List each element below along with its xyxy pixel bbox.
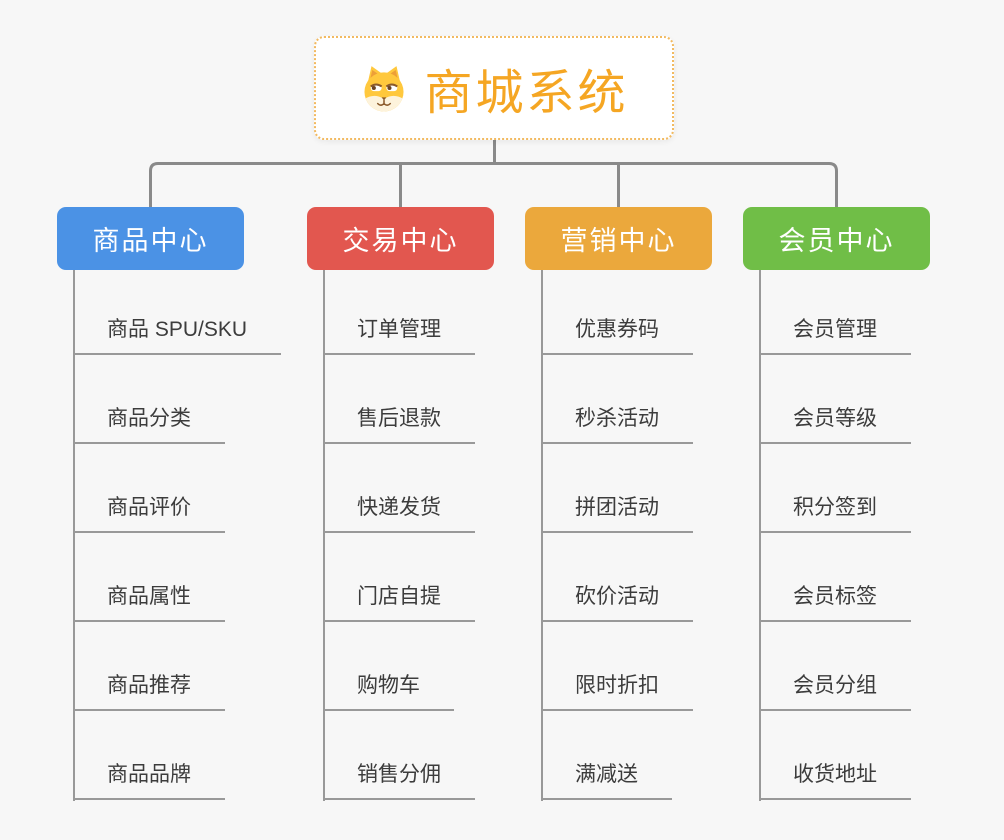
leaf-topic[interactable]: 快递发货 (323, 493, 475, 533)
leaf-topic[interactable]: 商品品牌 (73, 760, 225, 800)
leaf-topic[interactable]: 商品属性 (73, 582, 225, 622)
branch-node-product-center[interactable]: 商品中心 (57, 207, 244, 270)
leaf-topic[interactable]: 商品 SPU/SKU (73, 315, 282, 355)
leaf-topic[interactable]: 会员分组 (759, 671, 911, 711)
leaf-topic[interactable]: 会员管理 (759, 315, 911, 355)
leaf-topic[interactable]: 售后退款 (323, 404, 475, 444)
root-topic-mall-system[interactable]: 商城系统 (314, 36, 674, 140)
leaf-topic[interactable]: 商品分类 (73, 404, 225, 444)
branch-spine-line (541, 270, 543, 801)
branch-node-marketing-center[interactable]: 营销中心 (525, 207, 712, 270)
leaf-topic[interactable]: 秒杀活动 (541, 404, 693, 444)
leaf-topic[interactable]: 收货地址 (759, 760, 911, 800)
leaf-topic[interactable]: 商品推荐 (73, 671, 225, 711)
leaf-topic[interactable]: 门店自提 (323, 582, 475, 622)
leaf-topic[interactable]: 会员等级 (759, 404, 911, 444)
leaf-topic[interactable]: 商品评价 (73, 493, 225, 533)
branch-node-label: 会员中心 (778, 226, 895, 256)
root-topic-label: 商城系统 (424, 67, 629, 120)
branch-node-label: 营销中心 (560, 226, 677, 256)
leaf-topic[interactable]: 拼团活动 (541, 493, 693, 533)
branch-trade-center: 交易中心 订单管理 售后退款 快递发货 门店自提 购物车 销售分佣 (307, 207, 567, 840)
leaf-topic[interactable]: 销售分佣 (323, 760, 475, 800)
leaf-topic[interactable]: 订单管理 (323, 315, 475, 355)
dog-face-icon (364, 66, 405, 112)
branch-node-label: 商品中心 (92, 226, 209, 256)
branch-marketing-center: 营销中心 优惠券码 秒杀活动 拼团活动 砍价活动 限时折扣 满减送 (525, 207, 785, 840)
leaf-topic[interactable]: 优惠券码 (541, 315, 693, 355)
leaf-topic[interactable]: 砍价活动 (541, 582, 693, 622)
leaf-topic[interactable]: 限时折扣 (541, 671, 693, 711)
branch-member-center: 会员中心 会员管理 会员等级 积分签到 会员标签 会员分组 收货地址 (743, 207, 1003, 840)
branch-spine-line (323, 270, 325, 801)
branch-node-member-center[interactable]: 会员中心 (743, 207, 930, 270)
branch-spine-line (759, 270, 761, 801)
leaf-topic[interactable]: 积分签到 (759, 493, 911, 533)
leaf-topic[interactable]: 满减送 (541, 760, 672, 800)
branch-product-center: 商品中心 商品 SPU/SKU 商品分类 商品评价 商品属性 商品推荐 商品品牌 (57, 207, 317, 840)
leaf-topic[interactable]: 会员标签 (759, 582, 911, 622)
leaf-topic[interactable]: 购物车 (323, 671, 454, 711)
branch-node-label: 交易中心 (342, 226, 459, 256)
branch-spine-line (73, 270, 75, 801)
branch-node-trade-center[interactable]: 交易中心 (307, 207, 494, 270)
